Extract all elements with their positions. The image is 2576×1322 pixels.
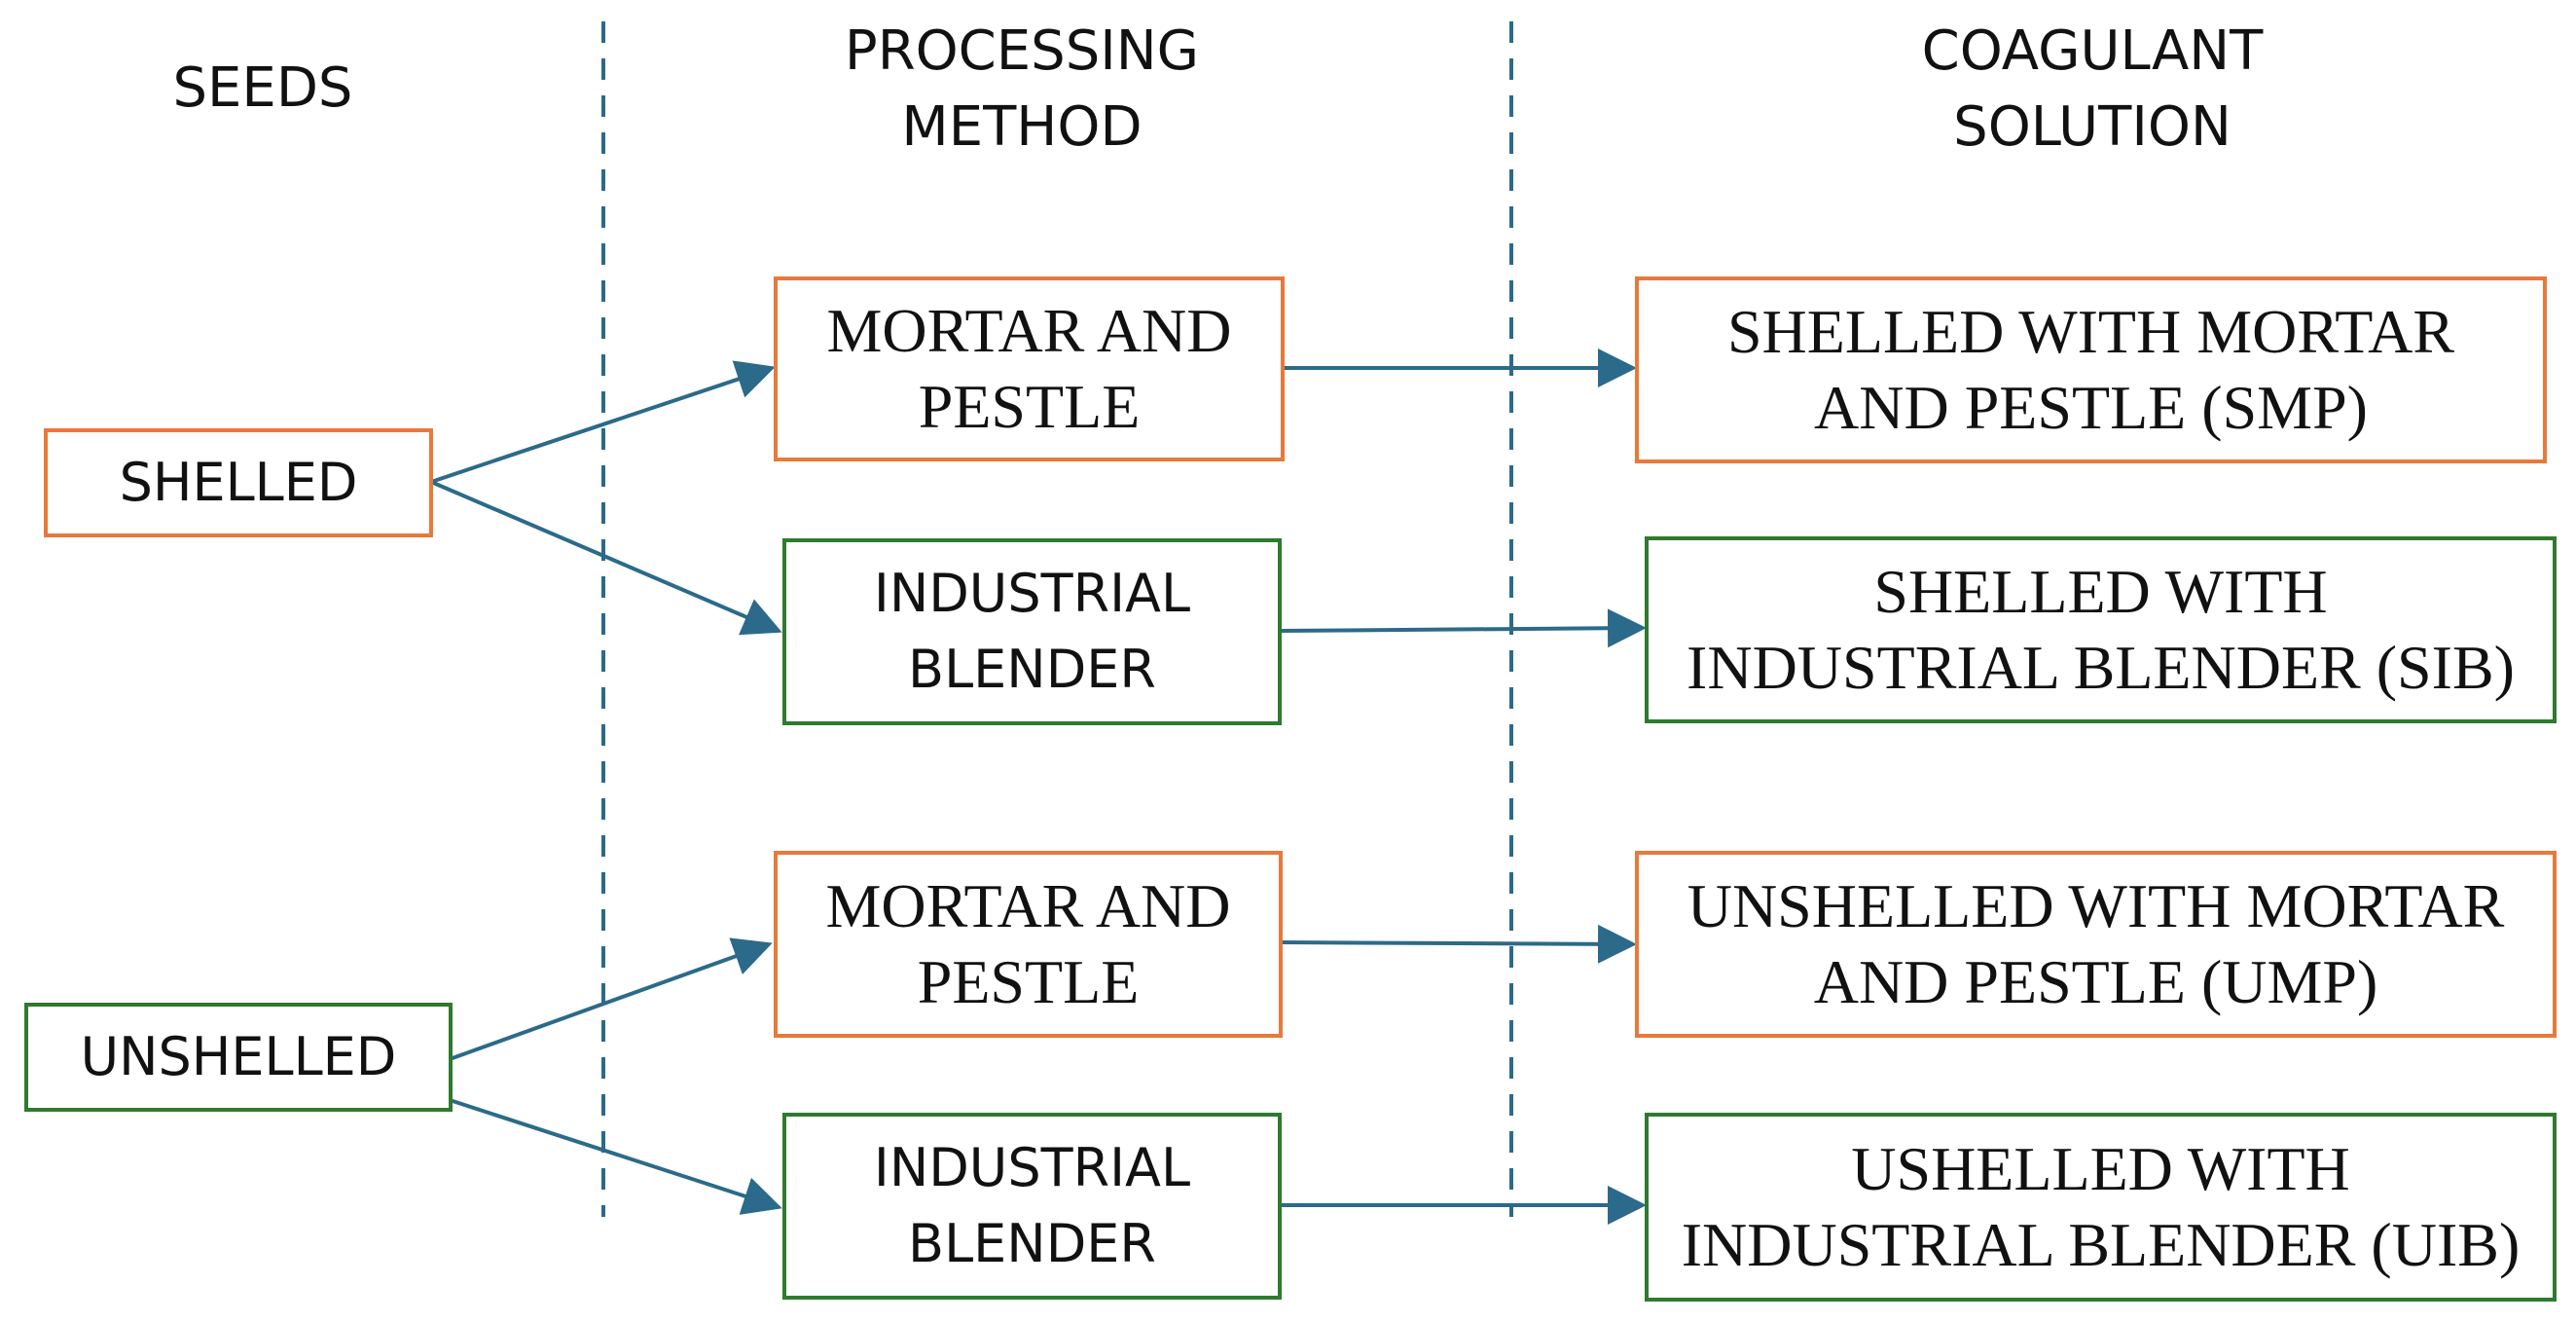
method-box-shelled-mortar-and-pestle: MORTAR AND PESTLE (774, 276, 1285, 461)
method-box-unshelled-industrial-blender: INDUSTRIAL BLENDER (782, 1113, 1282, 1300)
column-header-processing-method: PROCESSING METHOD (844, 19, 1200, 159)
solution-box-uib: USHELLED WITH INDUSTRIAL BLENDER (UIB) (1645, 1113, 2557, 1302)
method-box-unshelled-mortar-and-pestle: MORTAR AND PESTLE (774, 851, 1283, 1038)
solution-label-sib: SHELLED WITH INDUSTRIAL BLENDER (SIB) (1687, 557, 2515, 702)
arrow-unshelled-to-mortar (449, 937, 773, 1061)
column-header-seeds: SEEDS (172, 56, 353, 120)
arrow-blender-to-sib (1279, 608, 1647, 648)
arrow-mortar-to-ump (1280, 924, 1637, 964)
solution-box-sib: SHELLED WITH INDUSTRIAL BLENDER (SIB) (1645, 536, 2557, 723)
arrow-unshelled-to-blender (449, 1098, 782, 1215)
arrow-shelled-to-mortar (430, 360, 776, 484)
method-box-shelled-industrial-blender: INDUSTRIAL BLENDER (782, 538, 1282, 725)
seed-label-shelled: SHELLED (119, 452, 358, 513)
solution-label-uib: USHELLED WITH INDUSTRIAL BLENDER (UIB) (1681, 1134, 2521, 1279)
solution-box-smp: SHELLED WITH MORTAR AND PESTLE (SMP) (1635, 276, 2547, 463)
solution-box-ump: UNSHELLED WITH MORTAR AND PESTLE (UMP) (1635, 851, 2557, 1038)
seed-box-unshelled: UNSHELLED (24, 1003, 453, 1112)
method-label-shelled-mortar: MORTAR AND PESTLE (826, 296, 1232, 441)
method-label-unshelled-blender: INDUSTRIAL BLENDER (873, 1137, 1191, 1274)
seed-box-shelled: SHELLED (44, 428, 433, 537)
method-label-shelled-blender: INDUSTRIAL BLENDER (873, 563, 1191, 700)
solution-label-ump: UNSHELLED WITH MORTAR AND PESTLE (UMP) (1687, 871, 2505, 1016)
seed-label-unshelled: UNSHELLED (80, 1026, 397, 1087)
arrow-shelled-to-blender (430, 480, 782, 636)
column-header-coagulant-solution: COAGULANT SOLUTION (1921, 19, 2264, 159)
method-label-unshelled-mortar: MORTAR AND PESTLE (825, 871, 1231, 1016)
solution-label-smp: SHELLED WITH MORTAR AND PESTLE (SMP) (1726, 297, 2455, 442)
